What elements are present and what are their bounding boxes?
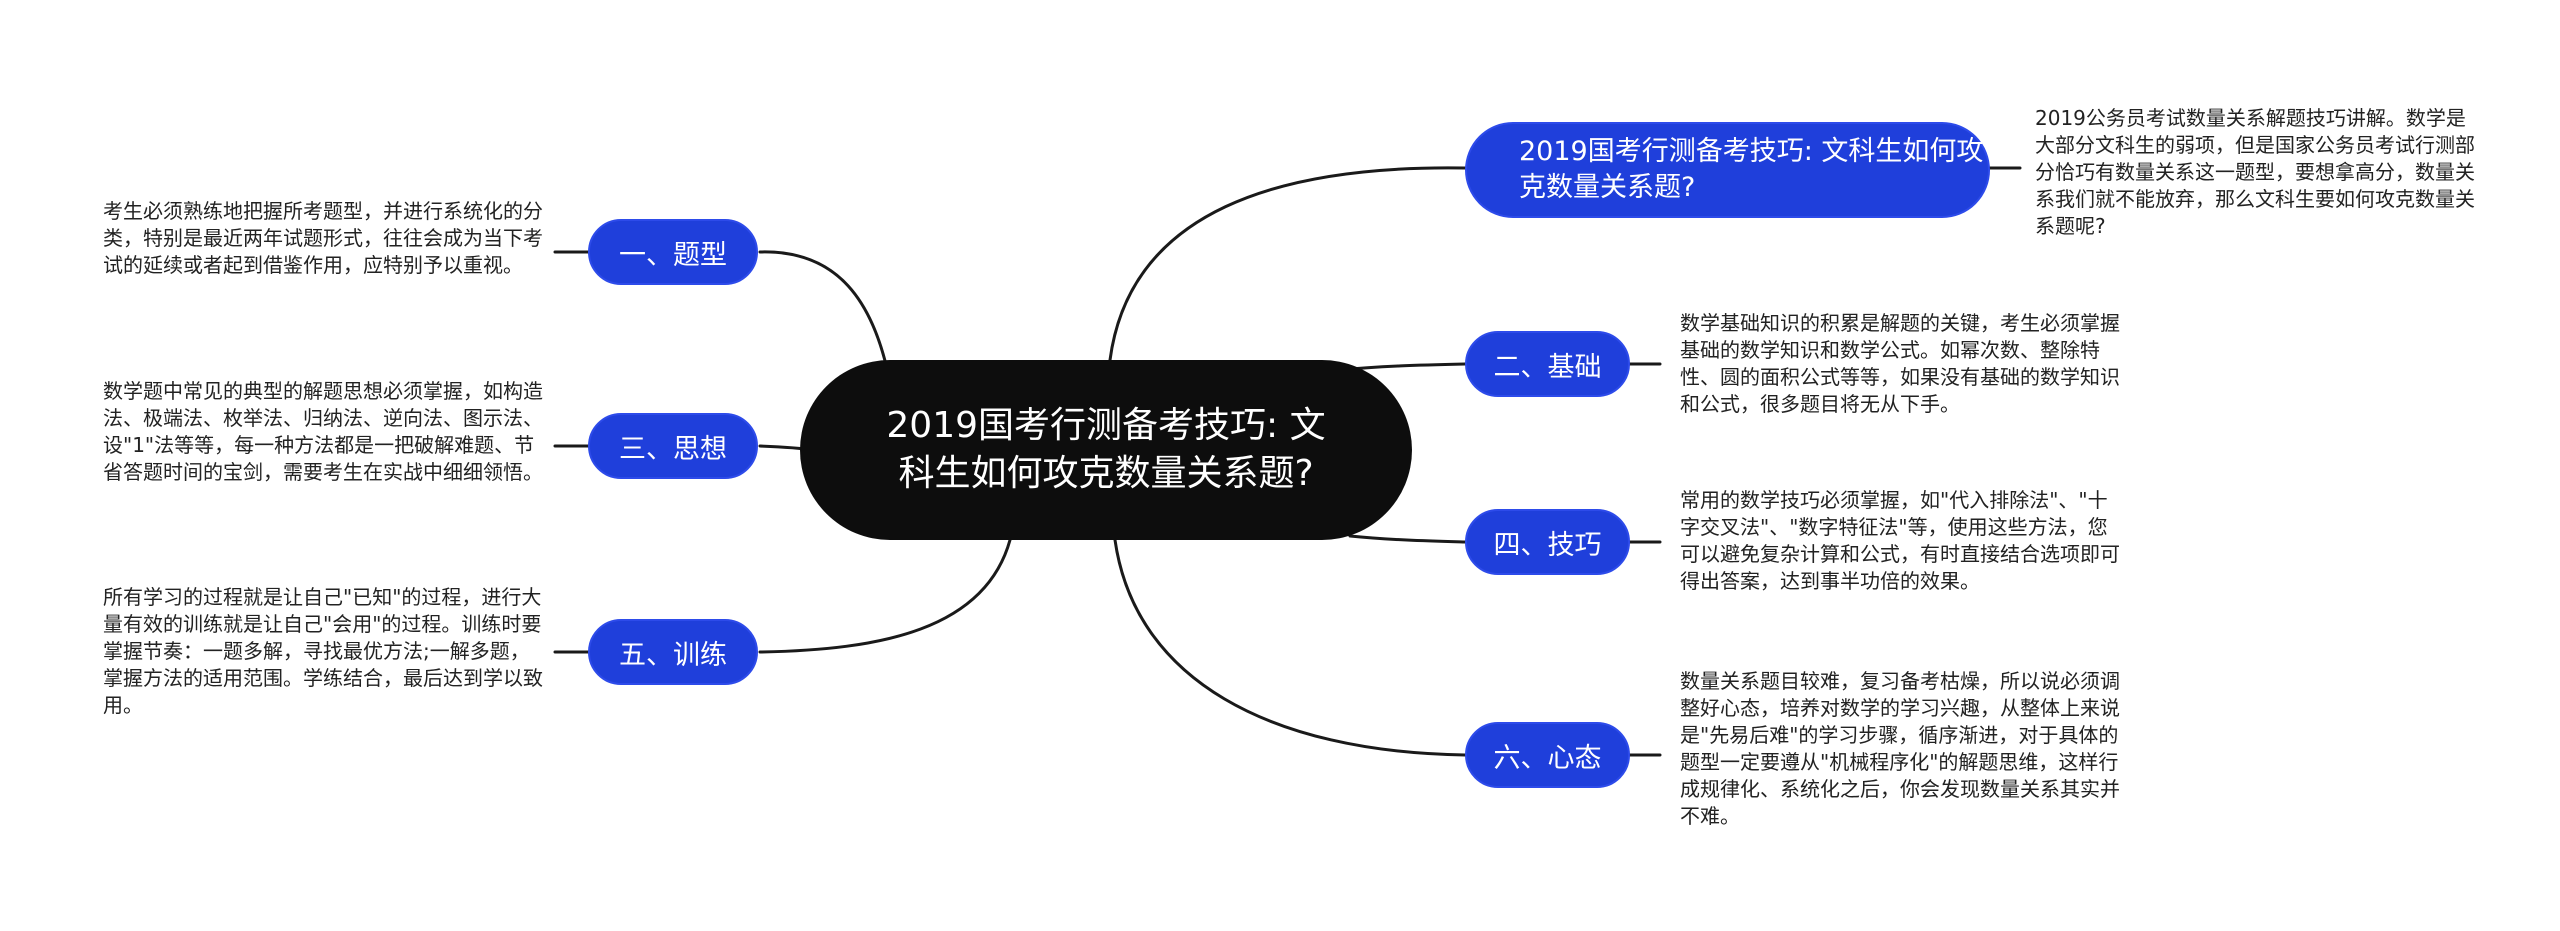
branch-sixiang-label: 三、思想 — [619, 433, 727, 465]
branch-xunlian-label: 五、训练 — [619, 639, 727, 671]
link-top — [1108, 166, 1467, 362]
branch-xunlian[interactable]: 五、训练 — [588, 619, 758, 685]
branch-jichu-label: 二、基础 — [1493, 351, 1602, 383]
link-xintai — [1113, 538, 1467, 757]
branch-jichu[interactable]: 二、基础 — [1465, 331, 1630, 397]
central-topic-text: 2019国考行测备考技巧: 文科生如何攻克数量关系题? — [886, 405, 1326, 494]
branch-xintai-label: 六、心态 — [1493, 742, 1602, 774]
topic-title-node-text: 2019国考行测备考技巧: 文科生如何攻克数量关系题? — [1519, 136, 1984, 203]
branch-jiqiao[interactable]: 四、技巧 — [1465, 509, 1630, 575]
topic-title-note: 2019公务员考试数量关系解题技巧讲解。数学是大部分文科生的弱项，但是国家公务员… — [2035, 106, 2475, 238]
branch-xintai-note: 数量关系题目较难，复习备考枯燥，所以说必须调整好心态，培养对数学的学习兴趣，从整… — [1680, 669, 2120, 828]
branch-jiqiao-label: 四、技巧 — [1493, 529, 1602, 561]
link-xunlian — [758, 538, 1012, 654]
branch-jichu-note: 数学基础知识的积累是解题的关键，考生必须掌握基础的数学知识和数学公式。如幂次数、… — [1680, 311, 2120, 416]
branch-tixing[interactable]: 一、题型 — [588, 219, 758, 285]
branch-sixiang-note: 数学题中常见的典型的解题思想必须掌握，如构造法、极端法、枚举法、归纳法、逆向法、… — [103, 379, 543, 484]
branch-xintai[interactable]: 六、心态 — [1465, 722, 1630, 788]
branch-tixing-note: 考生必须熟练地把握所考题型，并进行系统化的分类，特别是最近两年试题形式，往往会成… — [103, 199, 543, 277]
branch-xunlian-note: 所有学习的过程就是让自己"已知"的过程，进行大量有效的训练就是让自己"会用"的过… — [103, 585, 543, 717]
branch-jiqiao-note: 常用的数学技巧必须掌握，如"代入排除法"、"十字交叉法"、"数字特征法"等，使用… — [1680, 488, 2120, 593]
branch-sixiang[interactable]: 三、思想 — [588, 413, 758, 479]
branch-tixing-label: 一、题型 — [619, 239, 727, 271]
central-topic[interactable]: 2019国考行测备考技巧: 文科生如何攻克数量关系题? — [800, 360, 1412, 540]
topic-title-node[interactable]: 2019国考行测备考技巧: 文科生如何攻克数量关系题? — [1465, 122, 1990, 218]
link-jiqiao — [1348, 534, 1467, 544]
